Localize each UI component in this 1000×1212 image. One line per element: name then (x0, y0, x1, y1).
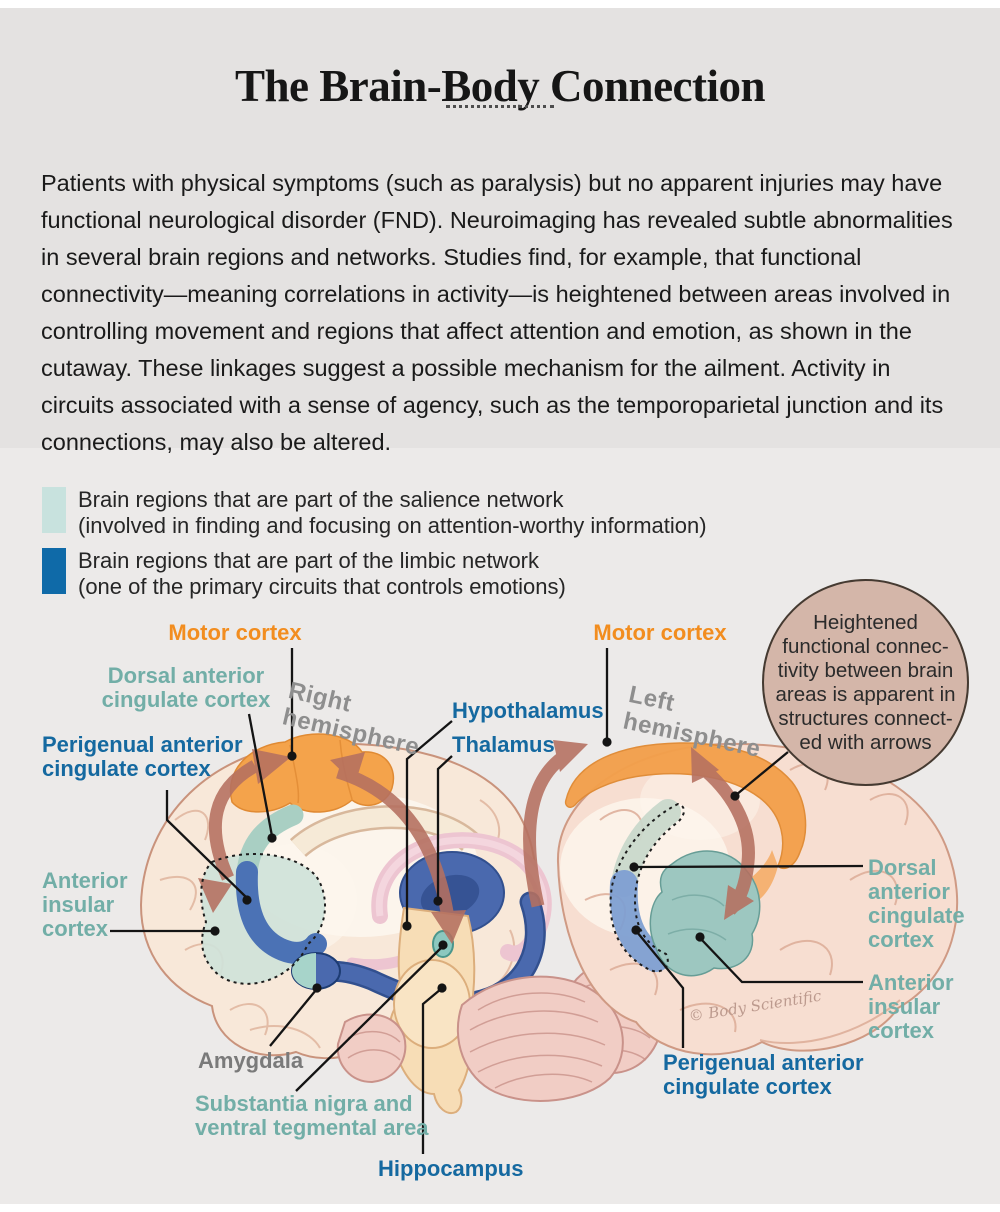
label-dorsal-acc-right: Dorsal anterior cingulate cortex (868, 855, 965, 952)
page-title: The Brain-Body Connection (234, 61, 766, 112)
legend-line: (one of the primary circuits that contro… (78, 574, 566, 599)
label-substantia-nigra-vta: Substantia nigra and ventral tegmental a… (195, 1091, 429, 1140)
dashed-region-outlines (200, 802, 685, 985)
legend-line: (involved in finding and focusing on att… (78, 513, 707, 538)
legend-line: Brain regions that are part of the limbi… (78, 548, 540, 573)
label-perigenual-acc-left: Perigenual anterior cingulate cortex (42, 732, 243, 781)
label-motor-cortex-left: Motor cortex (168, 620, 302, 645)
dotted-divider (446, 105, 554, 108)
label-dorsal-acc-left: Dorsal anterior cingulate cortex (101, 663, 271, 712)
label-hippocampus: Hippocampus (378, 1156, 524, 1181)
label-anterior-insular-left: Anterior insular cortex (42, 868, 128, 941)
limbic-network-swatch (42, 548, 66, 594)
label-thalamus: Thalamus (452, 732, 555, 757)
label-motor-cortex-right: Motor cortex (593, 620, 727, 645)
callout-bubble: Heightened functional connec- tivity bet… (762, 579, 969, 786)
leader-lines (110, 648, 864, 1154)
salience-network-swatch (42, 487, 66, 533)
salience-network-legend: Brain regions that are part of the salie… (78, 487, 707, 539)
connectivity-arrows (198, 740, 755, 944)
legend-line: Brain regions that are part of the salie… (78, 487, 564, 512)
intro-paragraph: Patients with physical symptoms (such as… (41, 169, 953, 455)
label-perigenual-acc-right: Perigenual anterior cingulate cortex (663, 1050, 864, 1099)
limbic-network-legend: Brain regions that are part of the limbi… (78, 548, 566, 600)
label-amygdala: Amygdala (198, 1048, 304, 1073)
leader-dots (210, 737, 740, 993)
label-anterior-insular-right: Anterior insular cortex (868, 970, 954, 1043)
label-hypothalamus: Hypothalamus (452, 698, 604, 723)
header-background (0, 8, 1000, 448)
